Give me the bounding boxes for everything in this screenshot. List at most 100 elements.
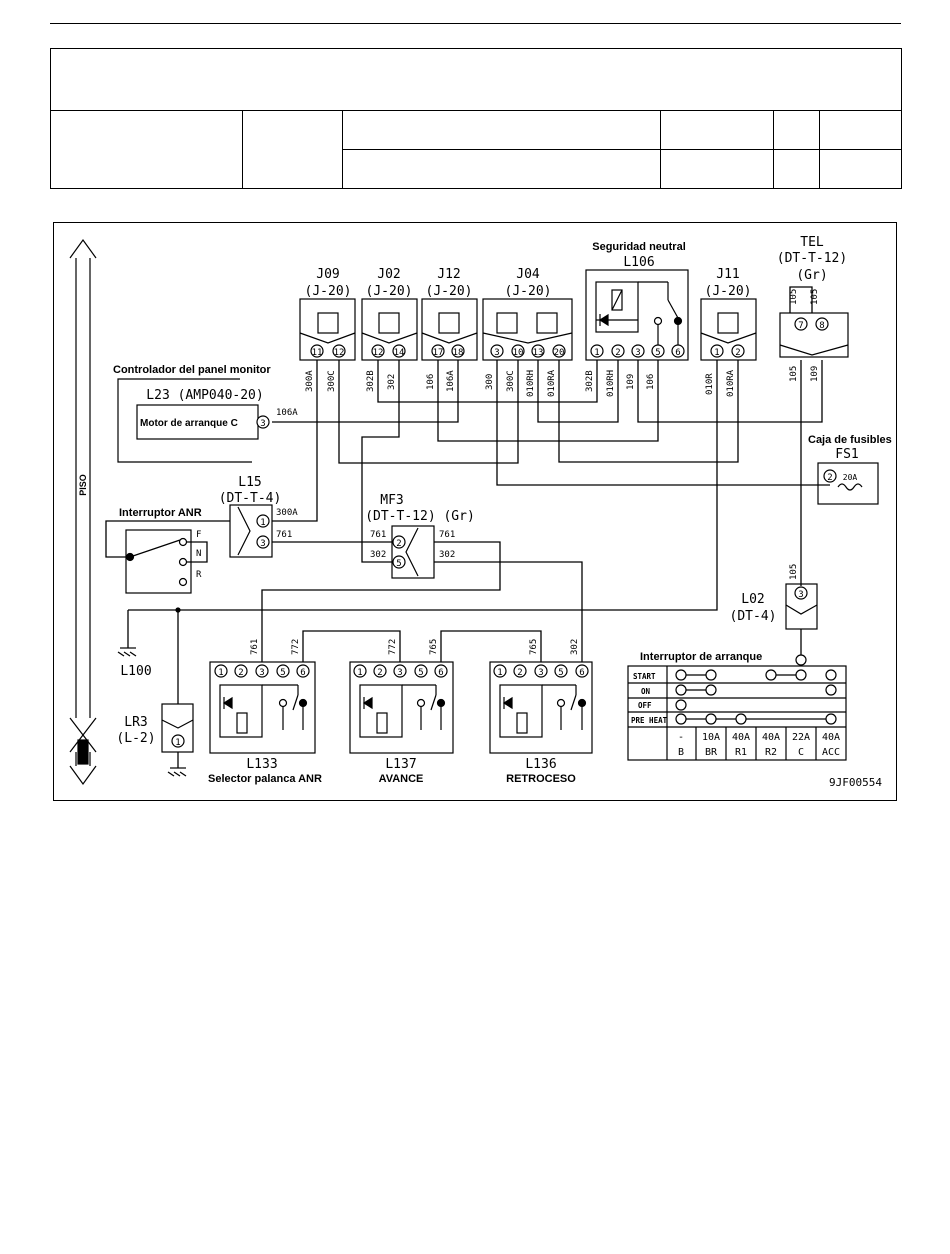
title-cell [818,110,903,150]
connectors-j04-pins-1-label: 10 [513,348,524,358]
connectors-l106-name-label: L106 [623,255,654,270]
connectors-l15-type-label: (DT-T-4) [219,491,282,506]
connectors-tel-type-label: (DT-T-12) [777,251,847,266]
connectors-j02-type-label: (J-20) [366,284,413,299]
wires-w302-label: 302 [439,550,455,560]
anr_positions-0-label: F [196,530,201,540]
labels-reverse-label: RETROCESO [506,773,576,785]
wires-w772-label: 772 [291,639,301,655]
wires-w761-label: 761 [276,530,292,540]
start_table-columns-5-top-label: 40A [822,732,840,743]
title-cell [660,149,774,189]
start_table-columns-3-top-label: 40A [762,732,780,743]
start_table-columns-4-top-label: 22A [792,732,810,743]
connectors-l136-pins-1-label: 2 [517,668,522,678]
wires-w010R-label: 010R [705,373,715,395]
wires-w105-label: 105 [810,289,820,305]
connector-l133: 1 2 3 5 6 L133 Selector palanca ANR [208,661,322,785]
connectors-j02-name-label: J02 [377,267,400,282]
connectors-l106-pins-0-label: 1 [594,348,599,358]
connectors-l136-pins-3-label: 5 [558,668,563,678]
wires-w761-label: 761 [439,530,455,540]
connectors-j09-name-label: J09 [316,267,339,282]
labels-monitor_controller-label: Controlador del panel monitor [113,364,271,376]
labels-anr_lever-label: Selector palanca ANR [208,773,322,785]
wires-w105-label: 105 [789,564,799,580]
connectors-mf3-name-label: MF3 [380,493,403,508]
labels-starter_motor-label: Motor de arranque C [140,418,238,429]
connectors-l137-name-label: L137 [385,757,416,772]
connectors-l136-pins-4-label: 6 [579,668,584,678]
start_table-columns-2-top-label: 40A [732,732,750,743]
connector-fs1: Caja de fusibles FS1 2 20A [808,434,892,505]
connector-tel: TEL (DT-T-12) (Gr) 7 8 [777,235,849,358]
wires-w765-label: 765 [529,639,539,655]
start_table-columns-1-bottom-label: BR [705,747,718,758]
connectors-tel-pins-1-label: 8 [819,321,824,331]
wires-w109-label: 109 [810,366,820,382]
connectors-lr3-type-label: (L-2) [116,731,155,746]
connector-j04: J04 (J-20) 3 10 13 20 [482,267,573,361]
connector-l106: Seguridad neutral L106 1 2 3 5 6 [585,241,689,361]
connector-j12: J12 (J-20) 17 18 [421,267,478,361]
connectors-l15-name-label: L15 [238,475,261,490]
connectors-j02-pins-1-label: 14 [394,348,405,358]
labels-anr_switch-label: Interruptor ANR [119,507,202,519]
connector-l137: 1 2 3 5 6 L137 AVANCE [349,661,454,785]
wires-w300A-label: 300A [305,370,315,392]
title-cell [818,149,903,189]
connectors-l137-pins-3-label: 5 [418,668,423,678]
connectors-j04-pins-0-label: 3 [494,348,499,358]
junction-dot [175,607,181,613]
connectors-l02-name-label: L02 [741,592,764,607]
connectors-j12-type-label: (J-20) [426,284,473,299]
connectors-j02-pins-0-label: 12 [373,348,384,358]
connector-l23: Controlador del panel monitor L23 (AMP04… [113,364,271,463]
connectors-mf3-pins-1-label: 5 [396,559,401,569]
wires-w302-label: 302 [570,639,580,655]
connectors-l137-pins-4-label: 6 [438,668,443,678]
connectors-l02-type-label: (DT-4) [730,609,777,624]
wires-w105-label: 105 [789,289,799,305]
connectors-fs1-rating-label: 20A [843,473,858,482]
connectors-fs1-name-label: FS1 [835,447,858,462]
connectors-l136-pins-2-label: 3 [538,668,543,678]
connectors-j04-pins-3-label: 20 [554,348,565,358]
wires-w761-label: 761 [370,530,386,540]
wires-w300-label: 300 [485,374,495,390]
connectors-j11-type-label: (J-20) [705,284,752,299]
anr_positions-2-label: R [196,570,202,580]
connectors-mf3-pins-0-label: 2 [396,539,401,549]
wires-w010RH-label: 010RH [526,370,536,397]
wires-w010RH-label: 010RH [606,370,616,397]
wires-w300C-label: 300C [327,370,337,392]
connectors-j09-pins-1-label: 12 [334,348,345,358]
connectors-lr3-name-label: LR3 [124,715,147,730]
title-cell [242,110,343,189]
start-switch-table: Interruptor de arranque START ON [627,651,847,761]
floor-label: PISO [78,474,88,496]
connectors-l106-pins-4-label: 6 [675,348,680,358]
connectors-l02-pin-label: 3 [798,590,803,600]
title-block [49,48,903,189]
connectors-l136-pins-0-label: 1 [497,668,502,678]
connectors-j12-name-label: J12 [437,267,460,282]
connectors-l137-pins-2-label: 3 [397,668,402,678]
wires-w106-label: 106 [646,374,656,390]
connectors-l15-pins-1-label: 3 [260,539,265,549]
diagram-frame [53,222,897,801]
connectors-fs1-pin-label: 2 [827,473,832,483]
drawing-code: 9JF00554 [829,776,882,789]
junction-ring [795,654,807,666]
connectors-tel-name-label: TEL [800,235,824,250]
connectors-l133-pins-0-label: 1 [218,668,223,678]
connectors-mf3-type-label: (DT-T-12) (Gr) [365,509,475,524]
connector-j02: J02 (J-20) 12 14 [361,267,418,361]
ground-l100: L100 [117,647,152,679]
title-cell [773,149,820,189]
floor-arrow: PISO [69,238,97,786]
connectors-l137-pins-1-label: 2 [377,668,382,678]
wires [105,286,830,768]
wires-w106A-label: 106A [446,370,456,392]
